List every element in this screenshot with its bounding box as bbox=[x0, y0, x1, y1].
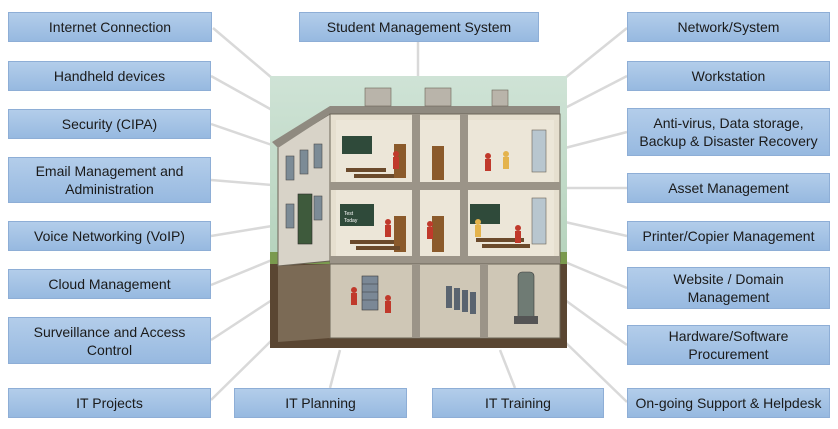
box-cloud-management: Cloud Management bbox=[8, 269, 211, 299]
box-label: Hardware/Software Procurement bbox=[668, 328, 789, 362]
school-building-illustration: Test Today bbox=[270, 76, 567, 348]
box-label: Surveillance and Access Control bbox=[33, 323, 186, 358]
box-security-cipa: Security (CIPA) bbox=[8, 109, 211, 139]
box-network-system: Network/System bbox=[627, 12, 830, 42]
box-label: Anti-virus, Data storage, Backup & Disas… bbox=[639, 115, 818, 149]
box-workstation: Workstation bbox=[627, 61, 830, 91]
svg-text:Today: Today bbox=[344, 218, 358, 224]
box-surveillance: Surveillance and Access Control bbox=[8, 317, 211, 364]
box-label: Handheld devices bbox=[53, 68, 166, 84]
box-label: Email Management and Administration bbox=[35, 163, 184, 197]
box-handheld-devices: Handheld devices bbox=[8, 61, 211, 91]
box-student-management-system: Student Management System bbox=[299, 12, 539, 42]
box-internet-connection: Internet Connection bbox=[8, 12, 212, 42]
box-it-projects: IT Projects bbox=[8, 388, 211, 418]
box-label: Network/System bbox=[677, 19, 780, 35]
box-website-domain: Website / Domain Management bbox=[627, 267, 830, 309]
box-hardware-software: Hardware/Software Procurement bbox=[627, 325, 830, 365]
box-label: Voice Networking (VoIP) bbox=[34, 228, 185, 244]
box-antivirus-backup: Anti-virus, Data storage, Backup & Disas… bbox=[627, 108, 830, 156]
box-label: IT Planning bbox=[285, 395, 356, 411]
box-label: Workstation bbox=[691, 68, 766, 84]
svg-text:Test: Test bbox=[344, 211, 354, 217]
box-label: Printer/Copier Management bbox=[642, 228, 815, 244]
box-label: IT Projects bbox=[76, 395, 143, 411]
box-it-training: IT Training bbox=[432, 388, 604, 418]
box-label: Website / Domain Management bbox=[673, 271, 784, 305]
box-label: Internet Connection bbox=[48, 19, 172, 35]
box-label: Cloud Management bbox=[48, 276, 171, 292]
box-email-management: Email Management and Administration bbox=[8, 157, 211, 203]
box-label: Asset Management bbox=[668, 180, 789, 196]
box-it-planning: IT Planning bbox=[234, 388, 407, 418]
box-asset-management: Asset Management bbox=[627, 173, 830, 203]
box-label: Student Management System bbox=[326, 19, 512, 35]
box-label: Security (CIPA) bbox=[61, 116, 158, 132]
box-label: On-going Support & Helpdesk bbox=[635, 395, 822, 411]
box-printer-copier: Printer/Copier Management bbox=[627, 221, 830, 251]
box-voice-networking: Voice Networking (VoIP) bbox=[8, 221, 211, 251]
box-ongoing-support: On-going Support & Helpdesk bbox=[627, 388, 830, 418]
box-label: IT Training bbox=[485, 395, 551, 411]
